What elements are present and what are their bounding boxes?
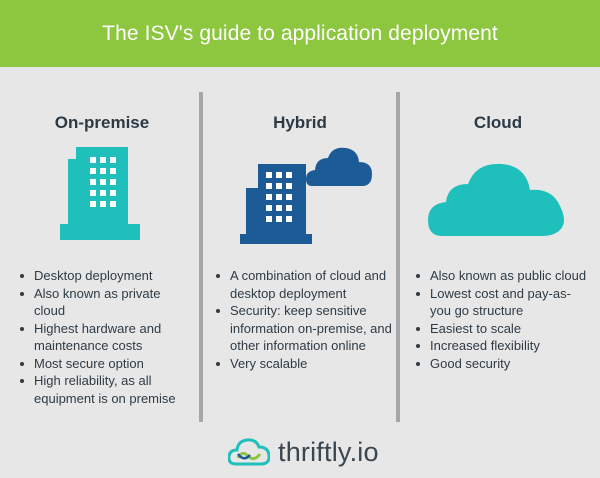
thriftly-cloud-logo-icon bbox=[228, 438, 270, 466]
list-item: Most secure option bbox=[20, 355, 190, 373]
column-divider bbox=[396, 92, 400, 422]
list-item: Increased flexibility bbox=[416, 337, 588, 355]
page-title: The ISV's guide to application deploymen… bbox=[102, 21, 498, 45]
bullet-list-hybrid: A combination of cloud and desktop deplo… bbox=[216, 267, 398, 372]
building-and-cloud-icon bbox=[200, 142, 400, 252]
list-item: Good security bbox=[416, 355, 588, 373]
column-title-on-premise: On-premise bbox=[54, 113, 150, 132]
cloud-icon bbox=[398, 142, 598, 252]
column-on-premise: On-premise Desktop deployment Also known… bbox=[2, 67, 202, 422]
thriftly-logo: thriftly.io bbox=[228, 432, 398, 472]
header-banner: The ISV's guide to application deploymen… bbox=[0, 0, 600, 67]
list-item: High reliability, as all equipment is on… bbox=[20, 372, 190, 407]
column-title-cloud: Cloud bbox=[473, 113, 523, 132]
column-hybrid: Hybrid A combination of cloud and deskto… bbox=[200, 67, 400, 422]
list-item: Also known as private cloud bbox=[20, 285, 190, 320]
list-item: Lowest cost and pay-as-you go structure bbox=[416, 285, 588, 320]
bullet-list-on-premise: Desktop deployment Also known as private… bbox=[20, 267, 190, 407]
bullet-list-cloud: Also known as public cloud Lowest cost a… bbox=[416, 267, 588, 372]
column-cloud: Cloud Also known as public cloud Lowest … bbox=[398, 67, 598, 422]
list-item: A combination of cloud and desktop deplo… bbox=[216, 267, 398, 302]
list-item: Highest hardware and maintenance costs bbox=[20, 320, 190, 355]
column-title-hybrid: Hybrid bbox=[273, 113, 327, 132]
logo-text: thriftly.io bbox=[278, 436, 379, 467]
list-item: Easiest to scale bbox=[416, 320, 588, 338]
list-item: Also known as public cloud bbox=[416, 267, 588, 285]
list-item: Security: keep sensitive information on-… bbox=[216, 302, 398, 355]
list-item: Desktop deployment bbox=[20, 267, 190, 285]
list-item: Very scalable bbox=[216, 355, 398, 373]
office-building-icon bbox=[2, 142, 202, 252]
column-divider bbox=[199, 92, 203, 422]
